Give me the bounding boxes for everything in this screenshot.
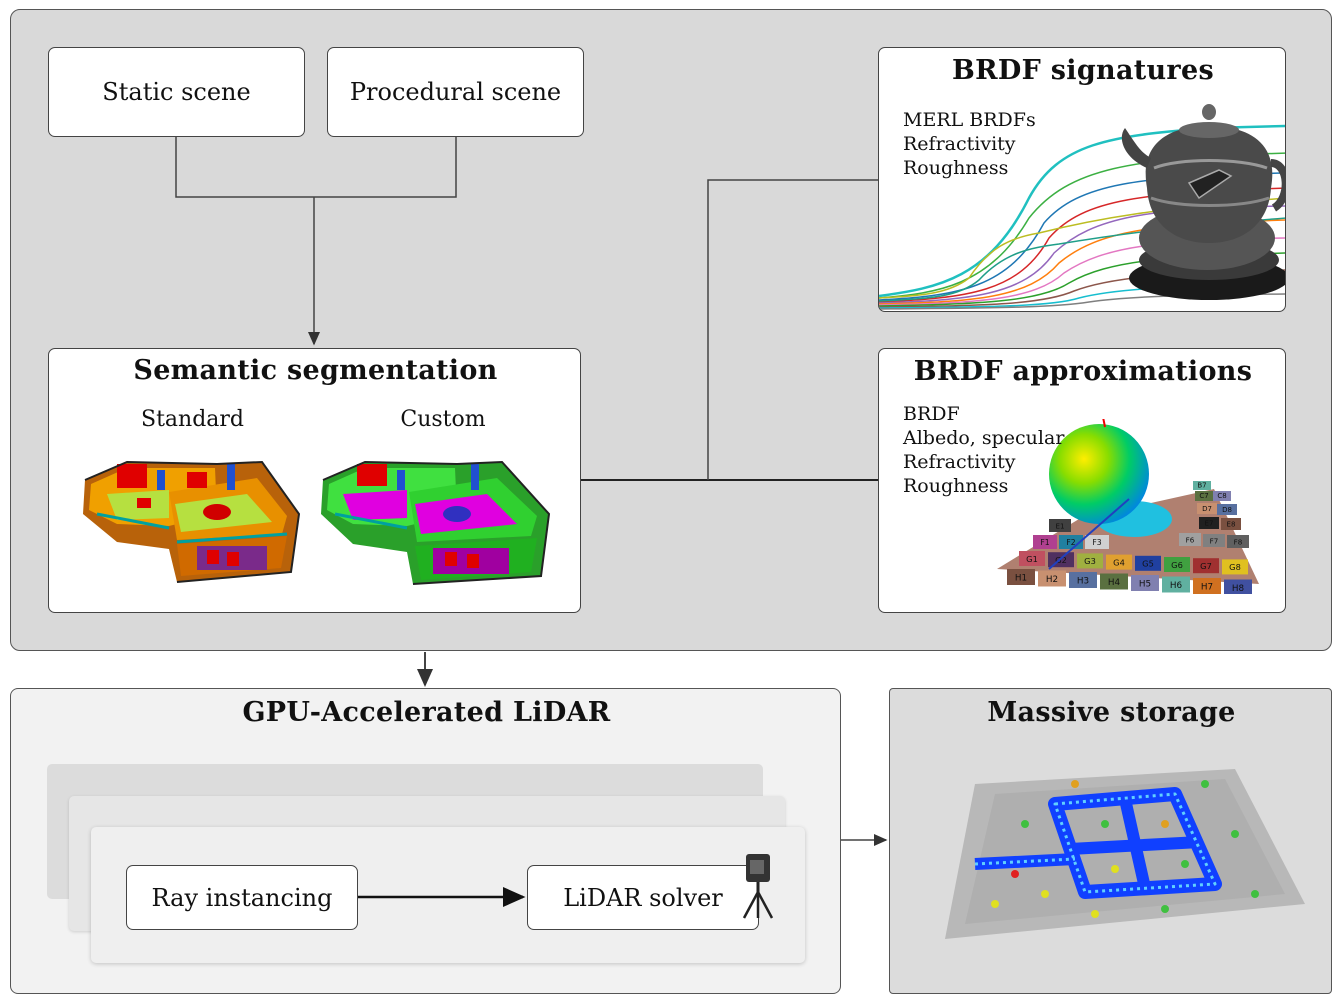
color-checker-label: H5 (1139, 580, 1151, 590)
custom-segmentation-image (321, 460, 551, 585)
color-checker-cell (1100, 573, 1128, 590)
color-checker-cell (1193, 558, 1219, 574)
standard-segmentation-image (83, 460, 301, 583)
color-checker-cell (1197, 503, 1217, 514)
list-item: Roughness (903, 157, 1009, 179)
list-item: Albedo, specular (903, 427, 1065, 449)
color-checker-cell (1077, 553, 1103, 569)
color-checker-label: H7 (1201, 583, 1213, 593)
color-checker-label: F6 (1186, 535, 1195, 544)
color-checker-label: H3 (1077, 577, 1089, 587)
color-checker-cell (1217, 504, 1237, 515)
brdf-approximations-list: BRDF Albedo, specular Refractivity Rough… (903, 402, 1064, 498)
list-item: Refractivity (903, 451, 1016, 473)
ray-instancing-label: Ray instancing (151, 883, 333, 912)
color-checker-cell (1033, 535, 1057, 549)
color-checker-label: H1 (1015, 574, 1027, 584)
color-checker-cell (1106, 554, 1132, 570)
color-checker-label: G5 (1142, 559, 1154, 569)
color-checker-label: H2 (1046, 575, 1058, 585)
color-checker-label: G1 (1026, 554, 1038, 564)
semantic-segmentation-box: Semantic segmentation Standard Custom (48, 348, 581, 613)
massive-storage-title: Massive storage (987, 697, 1236, 728)
color-checker-cell (1193, 578, 1221, 594)
lidar-solver-label: LiDAR solver (563, 883, 723, 912)
color-checker-label: D8 (1222, 506, 1232, 514)
color-checker-cell (1069, 572, 1097, 588)
point-cloud-image (945, 769, 1305, 939)
color-checker-cell (1164, 557, 1190, 572)
color-checker-label: F1 (1040, 538, 1049, 547)
list-item: MERL BRDFs (903, 109, 1036, 131)
color-checker-cell (1049, 519, 1071, 532)
custom-label: Custom (400, 407, 486, 432)
brdf-signatures-list: MERL BRDFs Refractivity Roughness (903, 108, 1036, 180)
color-checker-cell (1135, 555, 1161, 571)
brdf-approximations-box: H1 H2 H3 H4 H5 H6 H7 H8 G1 G2 G3 G4 G5 G6 G7 G8 F1 F2 F3 F6… (878, 348, 1286, 613)
point-cloud-vegetation (991, 780, 1259, 918)
procedural-scene-label: Procedural scene (349, 78, 562, 106)
color-checker-label: H8 (1232, 584, 1244, 594)
color-checker-label: G4 (1113, 557, 1125, 567)
brdf-approximations-title: BRDF approximations (913, 356, 1253, 387)
ray-instancing-box: Ray instancing (126, 865, 358, 930)
color-checker-label: F8 (1234, 537, 1243, 546)
color-checker-label: H4 (1108, 578, 1121, 588)
color-checker-label: C8 (1217, 492, 1226, 500)
color-checker-label: E8 (1227, 521, 1236, 529)
color-checker-cells: H1 H2 H3 H4 H5 H6 H7 H8 G1 G2 G3 G4 G5 G6 G7 G8 F1 F2 F3 F6… (1007, 481, 1252, 594)
color-checker-label: D7 (1202, 505, 1212, 513)
lidar-scanner-icon (742, 854, 774, 919)
color-checker-label: F7 (1210, 536, 1219, 545)
color-checker-cell (1227, 535, 1249, 548)
color-checker-label: G7 (1200, 561, 1212, 571)
color-checker-cell (1221, 518, 1241, 530)
color-checker-label: G6 (1171, 560, 1183, 570)
color-checker-cell (1222, 559, 1248, 575)
color-checker-label: F2 (1066, 538, 1075, 547)
color-checker-label: F3 (1092, 538, 1101, 547)
color-checker-cell (1162, 576, 1190, 593)
brdf-curves-plot (879, 104, 1285, 310)
static-scene-label: Static scene (102, 78, 251, 106)
color-checker-label: G2 (1055, 555, 1067, 565)
brdf-signatures-box: BRDF signatures MERL BRDFs Refractivity … (878, 47, 1286, 312)
semantic-segmentation-title: Semantic segmentation (133, 355, 498, 386)
color-checker-cell (1203, 534, 1225, 547)
lidar-title: GPU-Accelerated LiDAR (242, 697, 611, 728)
standard-label: Standard (141, 407, 244, 432)
color-checker-cell (1199, 517, 1219, 529)
color-checker-cell (1195, 491, 1213, 501)
static-scene-box: Static scene (48, 47, 305, 137)
color-checker-label: G3 (1084, 556, 1096, 566)
color-checker-label: E7 (1205, 520, 1214, 528)
procedural-scene-box: Procedural scene (327, 47, 584, 137)
list-item: BRDF (903, 403, 960, 425)
color-checker-cell (1085, 535, 1109, 549)
color-checker-cell (1131, 575, 1159, 591)
color-checker-label: E1 (1055, 521, 1064, 530)
color-checker-label: B7 (1197, 481, 1206, 489)
list-item: Refractivity (903, 133, 1016, 155)
lidar-solver-box: LiDAR solver (527, 865, 759, 930)
color-checker-cell (1193, 481, 1211, 490)
color-checker-cell (1224, 579, 1252, 594)
color-checker-cell (1213, 491, 1231, 501)
color-checker-label: G8 (1229, 562, 1241, 572)
color-checker-cell (1179, 533, 1201, 546)
color-checker-lobe-image: H1 H2 H3 H4 H5 H6 H7 H8 G1 G2 G3 G4 G5 G6 G7 G8 F1 F2 F3 F6… (997, 419, 1259, 594)
color-checker-cell (1038, 570, 1066, 587)
lidar-panel: GPU-Accelerated LiDAR (10, 688, 841, 994)
color-checker-label: C7 (1199, 492, 1208, 500)
massive-storage-panel: Massive storage (889, 688, 1332, 994)
color-checker-cell (1007, 569, 1035, 585)
color-checker-cell (1019, 551, 1045, 566)
color-checker-label: H6 (1170, 581, 1183, 591)
list-item: Roughness (903, 475, 1009, 497)
point-cloud-roads (974, 787, 1222, 899)
brdf-signatures-title: BRDF signatures (952, 55, 1214, 86)
